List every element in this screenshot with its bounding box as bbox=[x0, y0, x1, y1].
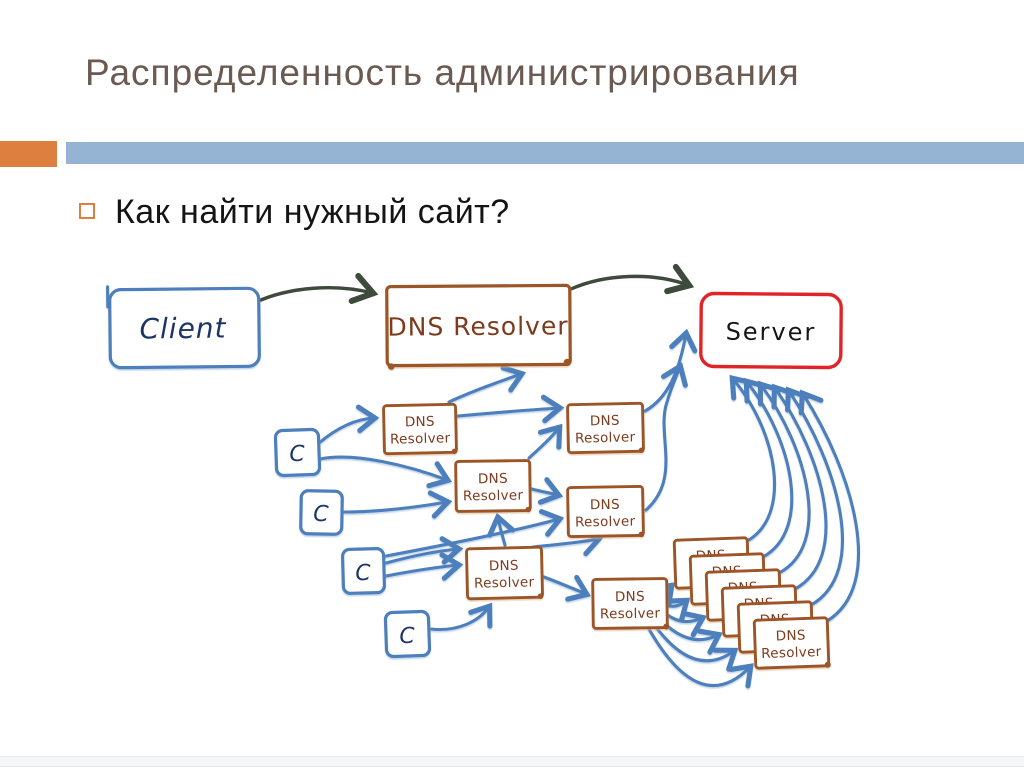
sketch-corner-dot bbox=[537, 593, 544, 599]
sketch-corner-dot bbox=[451, 448, 458, 454]
sketch-corner-dot bbox=[525, 506, 532, 513]
client-node-shape bbox=[383, 609, 432, 659]
resolver-label-line1: DNS bbox=[590, 497, 620, 514]
resolver-label-line2: Resolver bbox=[390, 430, 451, 447]
fan-arrow-3 bbox=[663, 610, 707, 638]
fan-arrow-5 bbox=[654, 625, 739, 672]
arrow-c1-to-resolver-b bbox=[318, 455, 453, 489]
client-node-label: C bbox=[313, 502, 329, 527]
client-box: Client bbox=[106, 285, 261, 370]
resolver-box-shape bbox=[465, 545, 544, 601]
accent-orange-block bbox=[0, 141, 57, 167]
arrow-b-to-d bbox=[530, 477, 564, 505]
resolver-c-box: DNS Resolver bbox=[566, 401, 645, 455]
resolver-label-line2: Resolver bbox=[474, 574, 535, 591]
arrow-a-to-c bbox=[456, 394, 565, 424]
arrow-c3-to-resolver-d bbox=[384, 509, 565, 558]
client-node-shape bbox=[273, 427, 322, 478]
arrow-a-to-main-resolver bbox=[447, 365, 527, 404]
main-resolver-box: DNS Resolver bbox=[385, 283, 572, 370]
arrow-c1-to-resolver-a bbox=[317, 404, 380, 445]
arrow-c3-to-resolver-e-lower bbox=[384, 552, 464, 581]
arrow-e-to-b bbox=[487, 512, 516, 547]
sketch-corner-dot bbox=[824, 661, 831, 668]
arrow-c-to-server bbox=[643, 328, 698, 413]
resolver-box-shape bbox=[752, 616, 831, 670]
resolver-label-line2: Resolver bbox=[575, 513, 636, 530]
sweep-arrow-3 bbox=[757, 380, 811, 575]
fan-arrow-4 bbox=[660, 619, 723, 655]
server-box-shape bbox=[699, 291, 843, 370]
arrow-c2-to-resolver-b bbox=[341, 490, 453, 519]
fan-arrow-6 bbox=[647, 627, 754, 689]
resolver-label-line2: Resolver bbox=[761, 644, 822, 662]
resolver-box-shape bbox=[382, 402, 458, 456]
server-box: Server bbox=[699, 291, 843, 370]
sweep-arrow-4 bbox=[771, 383, 828, 591]
sketch-corner-dot bbox=[663, 623, 670, 630]
slide-title: Распределенность администрирования bbox=[85, 52, 800, 93]
resolver-a-box: DNS Resolver bbox=[382, 402, 458, 456]
main-resolver-label: DNS Resolver bbox=[387, 311, 568, 341]
client-node-label: C bbox=[289, 442, 306, 468]
arrow-e-to-d bbox=[531, 528, 604, 557]
client-label: Client bbox=[139, 312, 226, 346]
resolver-box-shape bbox=[454, 459, 532, 513]
accent-band bbox=[0, 141, 1024, 167]
sketch-corner-dot bbox=[638, 447, 645, 453]
sketch-corner-dot bbox=[388, 363, 395, 370]
resolver-label-line2: Resolver bbox=[463, 488, 524, 505]
resolver-label-line1: DNS bbox=[590, 413, 620, 430]
client-box-shape bbox=[108, 286, 261, 370]
client-node-1: C bbox=[273, 427, 322, 478]
bullet-text: Как найти нужный сайт? bbox=[115, 193, 510, 231]
arrow-c4-to-resolver-e bbox=[429, 602, 493, 632]
arrow-e-to-f bbox=[542, 574, 591, 602]
fan-arrow-2 bbox=[664, 597, 691, 623]
arrow-d-to-server bbox=[644, 361, 688, 512]
client-node-3: C bbox=[341, 547, 386, 595]
resolver-label-line1: DNS bbox=[405, 414, 435, 431]
sweep-arrow-1 bbox=[729, 374, 777, 543]
stacked-resolver-6: DNS Resolver bbox=[752, 616, 831, 670]
arrow-b-to-c bbox=[527, 423, 563, 460]
resolver-box-shape bbox=[591, 577, 669, 630]
resolver-label-line2: Resolver bbox=[575, 429, 636, 446]
resolver-e-box: DNS Resolver bbox=[465, 545, 544, 601]
footer-strip bbox=[0, 756, 1024, 767]
client-node-4: C bbox=[383, 609, 432, 659]
client-node-2: C bbox=[299, 489, 344, 536]
sketch-corner-dot bbox=[638, 531, 645, 538]
resolver-f-box: DNS Resolver bbox=[591, 577, 670, 630]
resolver-box-shape bbox=[566, 484, 645, 539]
resolver-label-line1: DNS bbox=[776, 627, 807, 644]
resolver-label-line1: DNS bbox=[478, 471, 508, 487]
arrow-main-resolver-to-server bbox=[569, 263, 695, 295]
server-label: Server bbox=[726, 318, 817, 347]
bullet-row: Как найти нужный сайт? bbox=[79, 193, 510, 232]
client-node-label: C bbox=[399, 624, 416, 650]
sketch-corner-dot bbox=[563, 358, 571, 366]
accent-blue-bar bbox=[66, 142, 1024, 164]
arrow-client-to-main-resolver bbox=[252, 273, 379, 305]
resolver-label-line2: Resolver bbox=[600, 606, 661, 623]
main-resolver-box-shape bbox=[385, 283, 572, 368]
resolver-d-box: DNS Resolver bbox=[566, 484, 645, 539]
sweep-arrow-6 bbox=[798, 389, 860, 623]
bullet-square-icon bbox=[79, 203, 95, 219]
resolver-label-line1: DNS bbox=[615, 589, 645, 605]
client-node-label: C bbox=[355, 561, 372, 586]
resolver-label-line1: DNS bbox=[489, 558, 519, 575]
sweep-arrow-5 bbox=[785, 386, 844, 607]
resolver-box-shape bbox=[566, 401, 645, 455]
arrow-c3-to-resolver-e-upper bbox=[384, 536, 464, 565]
client-node-shape bbox=[299, 489, 344, 536]
resolver-b-box: DNS Resolver bbox=[454, 459, 532, 513]
client-node-shape bbox=[341, 547, 386, 595]
